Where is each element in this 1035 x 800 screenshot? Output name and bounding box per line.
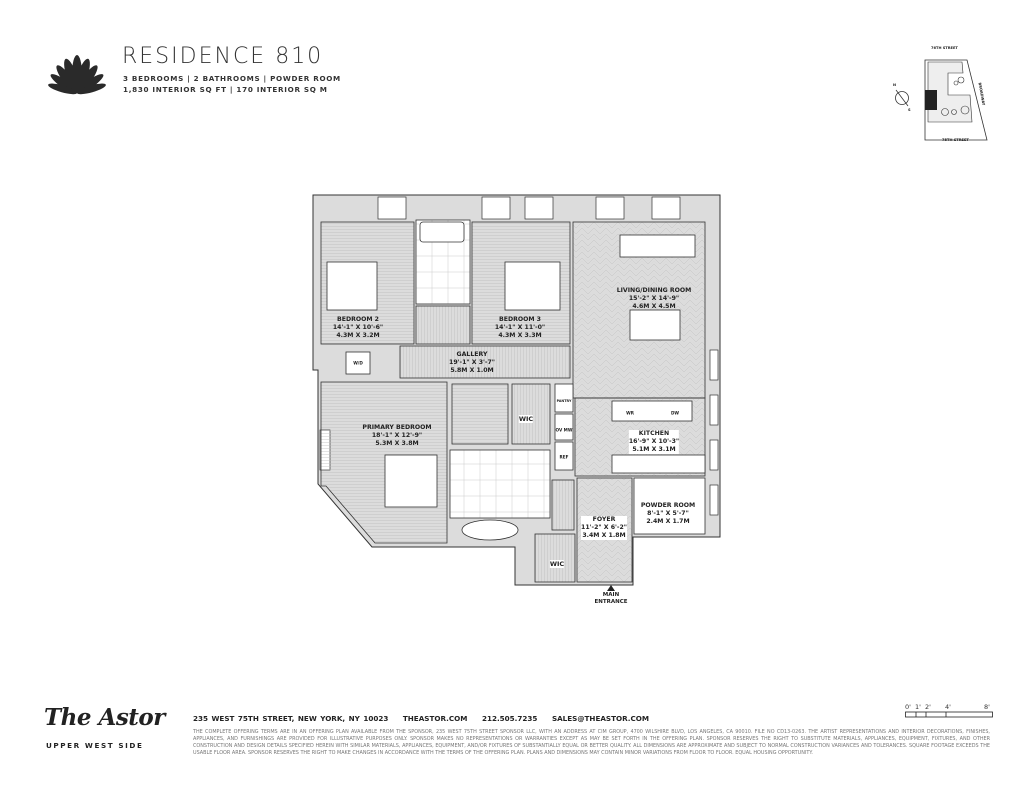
wine-label: WR — [626, 410, 634, 416]
wd-closet — [345, 351, 371, 375]
room-dimensions-metric: 5.1M X 3.1M — [632, 446, 676, 453]
room-label-primary-bedroom: PRIMARY BEDROOM 18'-1" X 12'-9" 5.3M X 3… — [362, 424, 431, 448]
room-name: PRIMARY BEDROOM — [362, 424, 432, 431]
room-label-gallery: GALLERY 19'-1" X 3'-7" 5.8M X 1.0M — [449, 351, 495, 375]
room-label-living-dining: LIVING/DINING ROOM 15'-2" X 14'-9" 4.6M … — [617, 287, 692, 311]
scale-label: 4' — [945, 703, 951, 711]
entrance-arrow-icon — [607, 585, 615, 591]
residence-rooms-summary: 3 BEDROOMS | 2 BATHROOMS | POWDER ROOM — [123, 74, 341, 83]
room-name: KITCHEN — [638, 430, 670, 437]
kitchen-island — [611, 400, 693, 422]
north-arrow-icon — [895, 89, 909, 107]
email-link[interactable]: SALES@THEASTOR.COM — [551, 714, 650, 723]
room-dimensions-metric: 4.3M X 3.3M — [498, 332, 542, 339]
website-link[interactable]: THEASTOR.COM — [402, 714, 468, 723]
room-label-powder-room: POWDER ROOM 8'-1" X 5'-7" 2.4M X 1.7M — [641, 502, 695, 526]
room-dimensions-imperial: 14'-1" X 11'-0" — [494, 324, 546, 331]
room-dimensions-imperial: 18'-1" X 12'-9" — [371, 432, 423, 439]
room-dimensions-imperial: 14'-1" X 10'-6" — [332, 324, 384, 331]
room-name: BEDROOM 2 — [337, 316, 379, 323]
room-dimensions-imperial: 8'-1" X 5'-7" — [647, 510, 689, 517]
hall-closet — [551, 479, 575, 531]
room-label-foyer: FOYER 11'-2" X 6'-2" 3.4M X 1.8M — [581, 516, 627, 540]
entrance-line-2: ENTRANCE — [594, 599, 628, 605]
room-label-kitchen: KITCHEN 16'-9" X 10'-3" 5.1M X 3.1M — [628, 430, 680, 454]
phone: 212.505.7235 — [481, 714, 538, 723]
room-label-bedroom-2: BEDROOM 2 14'-1" X 10'-6" 4.3M X 3.2M — [333, 316, 383, 340]
scale-label: 1' — [915, 703, 921, 711]
room-label-bedroom-3: BEDROOM 3 14'-1" X 11'-0" 4.3M X 3.3M — [495, 316, 545, 340]
scale-label: 0' — [905, 703, 911, 711]
scale-label: 8' — [984, 703, 990, 711]
key-plan-top-street: 76TH STREET — [931, 46, 958, 50]
room-dimensions-metric: 5.3M X 3.8M — [375, 440, 419, 447]
wic-lower-label: WIC — [549, 560, 565, 568]
ref-label: REF — [559, 454, 569, 460]
pantry — [554, 383, 574, 413]
sofa — [619, 234, 696, 258]
room-dimensions-imperial: 16'-9" X 10'-3" — [628, 438, 680, 445]
closet-floor — [415, 305, 471, 345]
room-name: GALLERY — [456, 351, 488, 358]
unit-location-marker — [925, 90, 937, 110]
windows — [319, 196, 719, 516]
primary-bath-floor — [449, 449, 551, 519]
oven-mw-label: OV MW — [555, 427, 573, 433]
bed-2 — [326, 261, 378, 311]
wic-lower-floor — [534, 533, 576, 583]
refrigerator — [554, 441, 574, 471]
room-name: POWDER ROOM — [640, 502, 696, 509]
lotus-fan-icon — [48, 55, 106, 95]
room-dimensions-metric: 3.4M X 1.8M — [582, 532, 626, 539]
wic-upper-floor — [511, 383, 551, 445]
freestanding-tub-icon — [461, 519, 519, 541]
room-dimensions-metric: 4.6M X 4.5M — [632, 303, 676, 310]
primary-bed — [384, 454, 438, 508]
room-dimensions-imperial: 11'-2" X 6'-2" — [581, 524, 627, 531]
kitchen-counter — [611, 454, 706, 474]
room-dimensions-imperial: 19'-1" X 3'-7" — [449, 359, 495, 366]
bed-3 — [504, 261, 561, 311]
residence-title: RESIDENCE 810 — [122, 44, 324, 69]
astor-logo: The Astor — [44, 704, 165, 731]
room-dimensions-metric: 2.4M X 1.7M — [646, 518, 690, 525]
wic-upper-label: WIC — [518, 415, 534, 423]
room-dimensions-metric: 5.8M X 1.0M — [450, 367, 494, 374]
address: 235 WEST 75TH STREET, NEW YORK, NY 10023 — [193, 714, 389, 723]
contact-line: 235 WEST 75TH STREET, NEW YORK, NY 10023… — [193, 714, 660, 723]
room-name: FOYER — [592, 516, 616, 523]
room-dimensions-metric: 4.3M X 3.2M — [336, 332, 380, 339]
oven-mw — [554, 413, 574, 441]
residence-area-summary: 1,830 INTERIOR SQ FT | 170 INTERIOR SQ M — [123, 85, 328, 94]
washer-dryer-label: W/D — [353, 360, 363, 366]
bathtub-icon — [419, 221, 465, 243]
entrance-line-1: MAIN — [602, 592, 620, 598]
dining-table — [629, 309, 681, 341]
dishwasher-label: DW — [670, 410, 680, 416]
room-dimensions-imperial: 15'-2" X 14'-9" — [628, 295, 680, 302]
room-name: BEDROOM 3 — [499, 316, 541, 323]
scale-bar — [905, 711, 993, 718]
scale-label: 2' — [925, 703, 931, 711]
gallery-floor — [399, 345, 571, 379]
key-plan — [895, 59, 988, 141]
key-plan-north: N — [893, 83, 897, 87]
astor-logo-subtitle: UPPER WEST SIDE — [46, 741, 144, 750]
powder-room-floor — [633, 477, 706, 535]
main-entrance-label: MAIN ENTRANCE — [595, 592, 628, 606]
legal-disclaimer: The complete offering terms are in an of… — [193, 729, 990, 756]
primary-closet — [451, 383, 509, 445]
pantry-label: PANTRY — [556, 399, 572, 403]
room-name: LIVING/DINING ROOM — [616, 287, 692, 294]
key-plan-south: S — [908, 108, 911, 112]
key-plan-bottom-street: 75TH STREET — [942, 138, 969, 142]
